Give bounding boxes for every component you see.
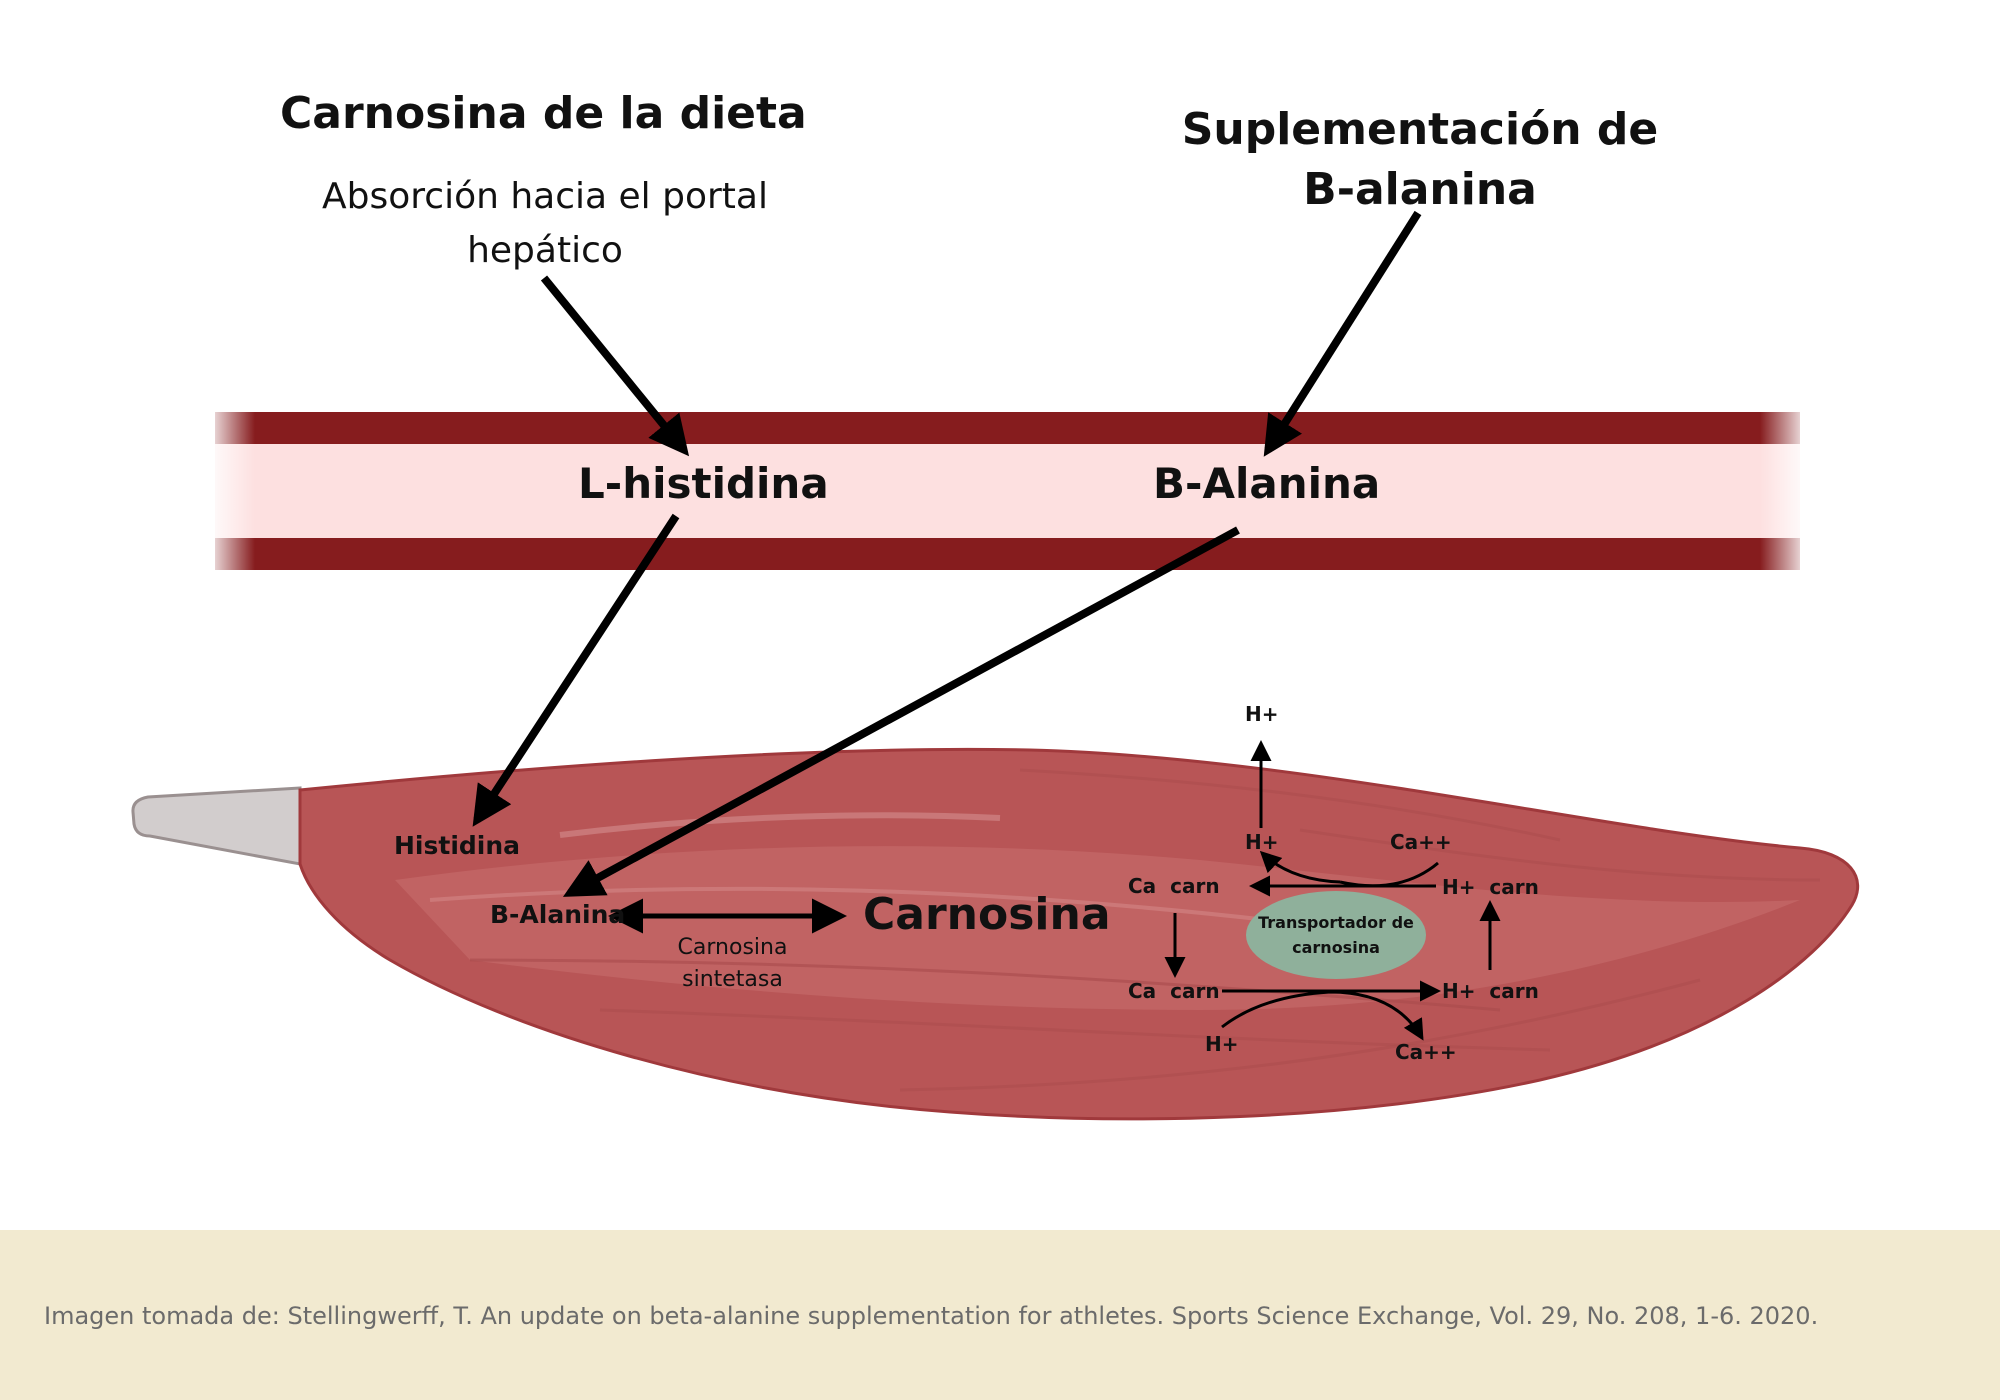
transporter [1246,891,1426,979]
muscle [131,747,1860,1121]
muscle-label-b-alanina: B-Alanina [490,900,626,929]
arrow-supplement-to-alanine [1263,210,1422,457]
label-h-top: H+ [1245,702,1279,726]
label-ca-upper: Ca++ [1390,830,1452,854]
arrow-alanine-to-muscle [562,526,1240,897]
footer: Imagen tomada de: Stellingwerff, T. An u… [0,1230,2000,1400]
citation-text: Imagen tomada de: Stellingwerff, T. An u… [44,1302,1819,1330]
muscle-label-histidina: Histidina [394,831,521,860]
diet-title: Carnosina de la dieta [280,88,807,139]
vessel-label-alanine: B-Alanina [1153,459,1381,508]
diet-subtitle: Absorción hacia el portal hepático [322,176,768,271]
label-ca-carn-top: Ca carn [1128,874,1220,898]
vessel-wall-bottom [215,538,1800,570]
enzyme-label: Carnosina sintetasa [677,935,788,992]
label-ca-carn-bottom: Ca carn [1128,979,1220,1003]
vessel-label-histidine: L-histidina [578,459,829,508]
vessel-wall-top [215,412,1800,444]
label-h-carn-top: H+ carn [1442,875,1539,899]
blood-vessel [205,405,1810,577]
arrow-histidine-to-muscle [472,513,680,827]
muscle-label-carnosina: Carnosina [863,889,1111,940]
arrow-diet-to-histidine [540,275,690,457]
label-h-carn-bottom: H+ carn [1442,979,1539,1003]
label-ca-lower: Ca++ [1395,1040,1457,1064]
transporter-label: Transportador de carnosina [1258,913,1414,957]
main-arrows [472,210,1422,897]
transport-arrows [1164,740,1501,1041]
vessel-lumen [215,444,1800,538]
label-h-lower: H+ [1205,1032,1239,1056]
supplement-title: Suplementación de B-alanina [1181,104,1659,215]
tendon [131,786,302,866]
label-h-upper: H+ [1245,830,1279,854]
